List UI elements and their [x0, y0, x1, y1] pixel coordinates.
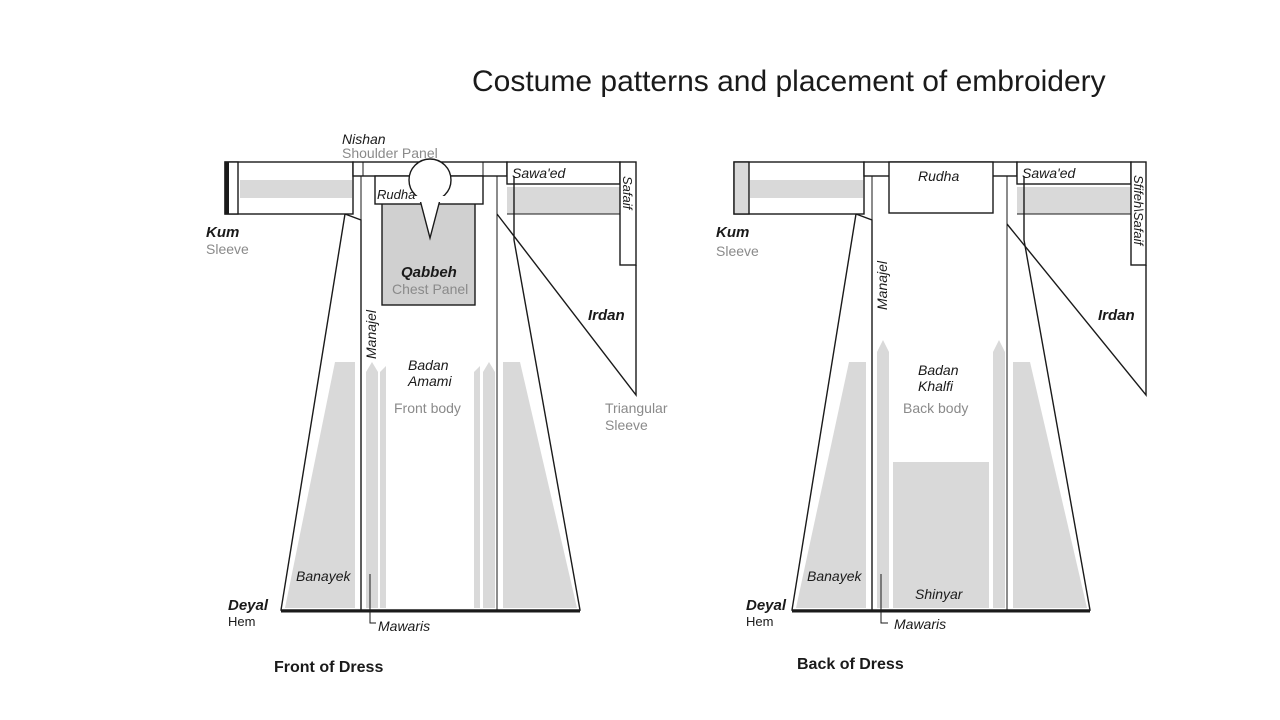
front-label-sawaed: Sawa'ed	[512, 165, 566, 181]
front-label-nishan: Nishan	[342, 131, 386, 147]
front-banayek-left	[285, 362, 355, 608]
back-label-deyal: Deyal	[746, 597, 787, 614]
front-safaif-strip	[619, 161, 637, 266]
front-label-deyal: Deyal	[228, 597, 269, 614]
front-label-irdan: Irdan	[588, 307, 625, 324]
front-label-chest-panel: Chest Panel	[392, 281, 468, 297]
front-manajel-strip-left	[366, 362, 378, 608]
back-manajel-strip-left	[877, 340, 889, 608]
front-mawaris-leader	[369, 574, 376, 624]
back-label-irdan: Irdan	[1098, 307, 1135, 324]
back-left-cuff	[733, 161, 750, 215]
front-label-banayek: Banayek	[296, 568, 351, 584]
back-label-sfifeh-safaif: Sfifeh\Safaif	[1131, 175, 1146, 246]
front-caption: Front of Dress	[274, 659, 383, 676]
front-label-manajel: Manajel	[363, 309, 379, 359]
back-label-mawaris: Mawaris	[894, 616, 946, 632]
front-label-safaif: Safaif	[620, 176, 635, 211]
front-irdan	[496, 213, 637, 398]
diagram-title: Costume patterns and placement of embroi…	[472, 65, 1106, 98]
front-label-badan: Badan	[408, 357, 449, 373]
back-label-banayek: Banayek	[807, 568, 862, 584]
back-left-sleeve-embroidery	[750, 180, 863, 198]
front-manajel-strip-right	[483, 362, 495, 608]
front-label-hem: Hem	[228, 614, 255, 629]
back-label-sawaed: Sawa'ed	[1022, 165, 1076, 181]
back-label-hem: Hem	[746, 614, 773, 629]
front-banayek-right	[503, 362, 577, 608]
front-neck-join	[412, 196, 448, 202]
back-rudha-yoke	[888, 161, 994, 214]
back-banayek-left	[796, 362, 866, 608]
back-safaif-strip	[1130, 161, 1147, 266]
back-label-shinyar: Shinyar	[915, 586, 964, 602]
front-label-sleeve: Sleeve	[206, 241, 249, 257]
back-label-sleeve: Sleeve	[716, 243, 759, 259]
front-label-triangular-sleeve: Sleeve	[605, 417, 648, 433]
back-label-kum: Kum	[716, 224, 749, 241]
back-irdan	[1006, 223, 1147, 397]
front-label-kum: Kum	[206, 224, 239, 241]
front-right-sleeve-embroidery	[507, 187, 620, 214]
front-dress: Nishan Shoulder Panel Rudha Sawa'ed Safa…	[206, 131, 668, 676]
front-manajel-strip-right2	[474, 366, 480, 608]
back-label-khalfi: Khalfi	[918, 378, 954, 394]
front-left-sleeve-embroidery	[240, 180, 352, 198]
back-label-badan: Badan	[918, 362, 959, 378]
back-banayek-right	[1013, 362, 1087, 608]
front-label-triangular: Triangular	[605, 400, 668, 416]
back-right-sleeve-embroidery	[1017, 187, 1131, 214]
back-dress: Rudha Sawa'ed Sfifeh\Safaif Kum Sleeve M…	[716, 161, 1147, 673]
front-label-qabbeh: Qabbeh	[401, 264, 457, 281]
back-label-back-body: Back body	[903, 400, 968, 416]
back-label-manajel: Manajel	[874, 260, 890, 310]
front-manajel-strip-left2	[380, 366, 386, 608]
front-label-amami: Amami	[407, 373, 452, 389]
back-label-rudha: Rudha	[918, 168, 959, 184]
back-shinyar-panel	[893, 462, 989, 608]
front-label-mawaris: Mawaris	[378, 618, 430, 634]
front-label-shoulder-panel: Shoulder Panel	[342, 145, 438, 161]
back-caption: Back of Dress	[797, 656, 904, 673]
front-label-front-body: Front body	[394, 400, 461, 416]
back-mawaris-leader	[880, 574, 888, 624]
back-manajel-strip-right	[993, 340, 1005, 608]
front-label-rudha: Rudha	[377, 187, 415, 202]
